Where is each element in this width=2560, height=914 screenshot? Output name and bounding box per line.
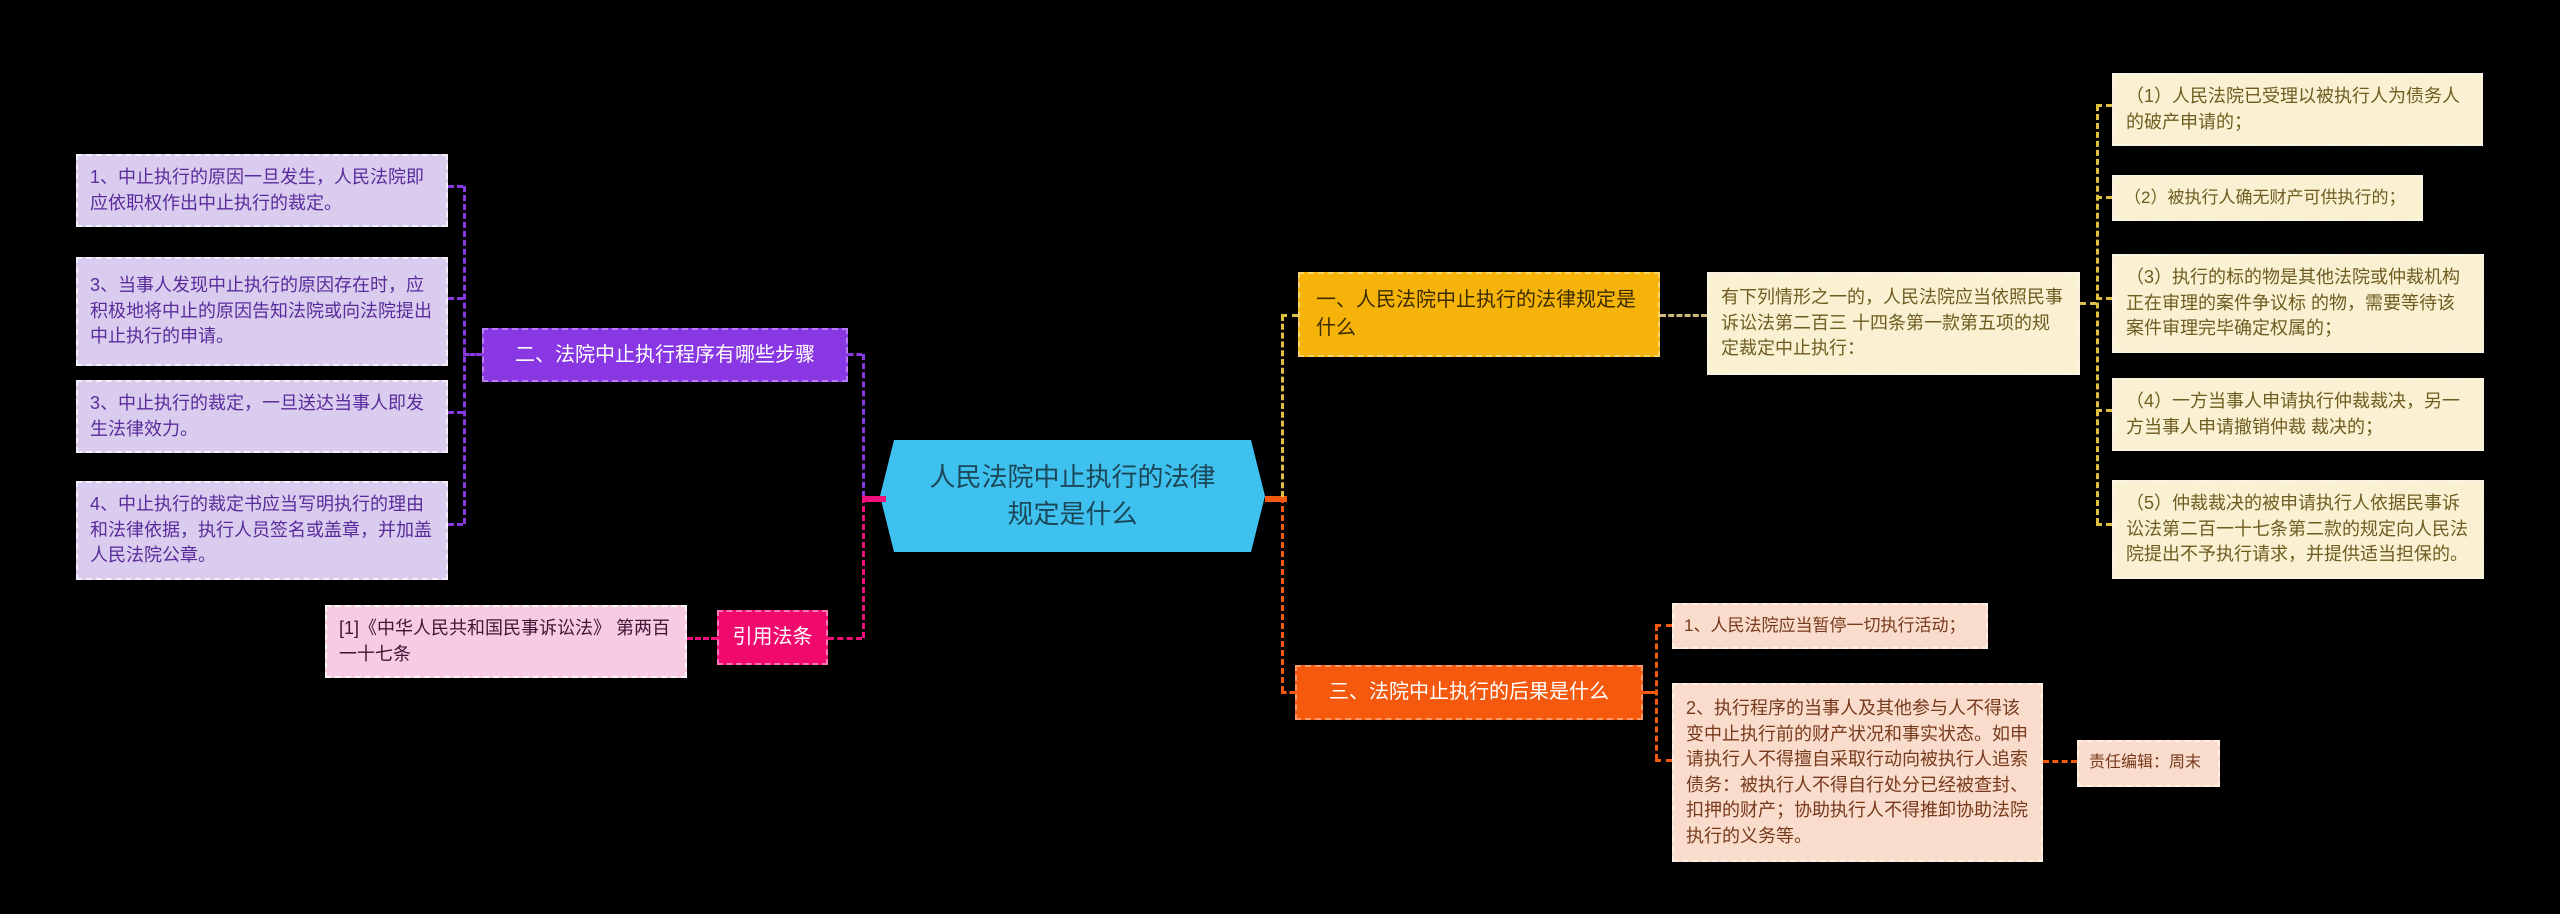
connector-step4-stub (448, 523, 463, 526)
connector-intro-stub (2080, 302, 2096, 305)
connector-provision1-stub (2096, 104, 2112, 107)
connector-step3-stub (448, 411, 463, 414)
step-item-node-2[interactable]: 3、当事人发现中止执行的原因存在时，应积极地将中止的原因告知法院或向法院提出中止… (76, 257, 448, 366)
connector-branch-one-stub (1281, 314, 1298, 317)
step-item-node-3[interactable]: 3、中止执行的裁定，一旦送达当事人即发生法律效力。 (76, 380, 448, 454)
connector-consequences-vline (1655, 625, 1658, 760)
connector-bracket-to-branch-two (463, 353, 482, 356)
consequence-item-node-2[interactable]: 2、执行程序的当事人及其他参与人不得该变中止执行前的财产状况和事实状态。如申请执… (1672, 683, 2043, 863)
connector-provision3-stub (2096, 297, 2112, 300)
provision-item-node-1[interactable]: （1）人民法院已受理以被执行人为债务人的破产申请的； (2112, 73, 2483, 147)
branch-one-intro-node[interactable]: 有下列情形之一的，人民法院应当依照民事诉讼法第二百三 十四条第一款第五项的规定裁… (1707, 272, 2080, 375)
provision-item-node-4[interactable]: （4）一方当事人申请执行仲裁裁决，另一方当事人申请撤销仲裁 裁决的； (2112, 378, 2484, 452)
consequence-item-node-1[interactable]: 1、人民法院应当暂停一切执行活动； (1672, 603, 1988, 650)
connector-consequence1-stub (1655, 624, 1672, 627)
connector-provision2-stub (2096, 196, 2112, 199)
branch-three-header-node[interactable]: 三、法院中止执行的后果是什么 (1295, 665, 1643, 720)
connector-provision4-stub (2096, 409, 2112, 412)
connector-center-right-stub (1265, 496, 1287, 502)
cite-header-node[interactable]: 引用法条 (717, 610, 828, 665)
connector-branch-two-stub (848, 353, 862, 356)
branch-two-header-node[interactable]: 二、法院中止执行程序有哪些步骤 (482, 328, 848, 382)
connector-branch-three-stub (1281, 691, 1295, 694)
provision-item-node-3[interactable]: （3）执行的标的物是其他法院或仲裁机构正在审理的案件争议标 的物，需要等待该案件… (2112, 254, 2484, 353)
center-topic-node[interactable]: 人民法院中止执行的法律规定是什么 (880, 440, 1265, 552)
connector-reference-stub (687, 637, 717, 640)
connector-center-right-vline-lower (1281, 497, 1284, 692)
provision-item-node-5[interactable]: （5）仲裁裁决的被申请执行人依据民事诉讼法第二百一十七条第二款的规定向人民法院提… (2112, 480, 2484, 579)
connector-step1-stub (448, 185, 463, 188)
connector-branch-three-bracket-stub (1643, 691, 1655, 694)
connector-center-left-vline-lower (862, 497, 865, 638)
connector-provision5-stub (2096, 523, 2112, 526)
provision-item-node-2[interactable]: （2）被执行人确无财产可供执行的； (2112, 175, 2423, 222)
connector-step2-stub (448, 297, 463, 300)
connector-provisions-vline (2096, 105, 2099, 524)
connector-center-left-vline-upper (862, 354, 865, 497)
editor-note-node[interactable]: 责任编辑：周末 (2077, 740, 2220, 787)
connector-center-right-vline-upper (1281, 315, 1284, 497)
branch-one-header-node[interactable]: 一、人民法院中止执行的法律规定是什么 (1298, 272, 1660, 357)
connector-consequence2-stub (1655, 759, 1672, 762)
connector-center-left-stub (862, 496, 886, 502)
step-item-node-1[interactable]: 1、中止执行的原因一旦发生，人民法院即应依职权作出中止执行的裁定。 (76, 154, 448, 228)
connector-cite-stub (828, 637, 862, 640)
law-reference-node[interactable]: [1]《中华人民共和国民事诉讼法》 第两百一十七条 (325, 605, 687, 679)
step-item-node-4[interactable]: 4、中止执行的裁定书应当写明执行的理由和法律依据，执行人员签名或盖章，并加盖人民… (76, 481, 448, 580)
connector-editor-stub (2043, 760, 2077, 763)
connector-header-to-intro (1660, 314, 1707, 317)
